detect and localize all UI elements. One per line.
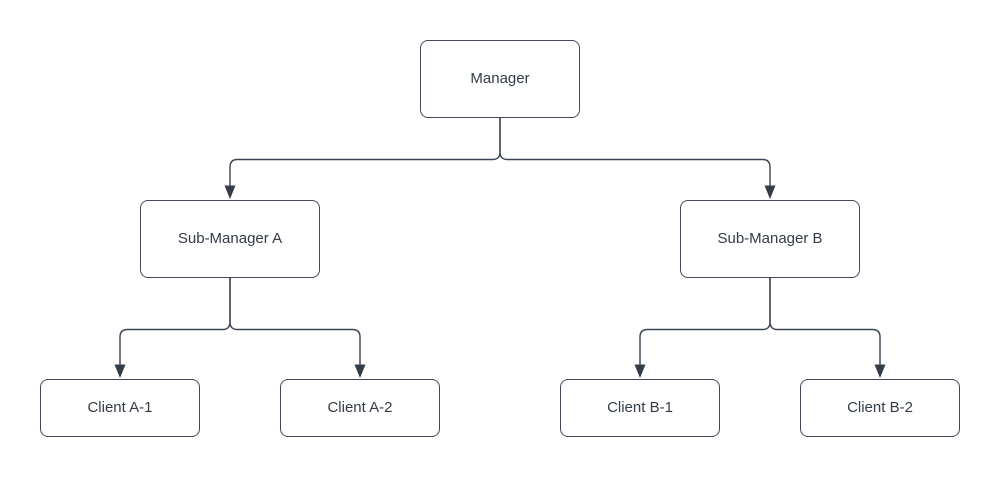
node-sub-manager-b-label: Sub-Manager B: [717, 230, 823, 247]
edge-subA-clientA2: [229, 278, 366, 378]
node-manager[interactable]: Manager: [420, 40, 580, 118]
edge-manager-subB: [499, 118, 776, 199]
edge-subA-clientA1: [114, 278, 231, 378]
arrowhead-down-icon: [634, 364, 646, 378]
node-client-b1-label: Client B-1: [607, 399, 673, 416]
node-sub-manager-a[interactable]: Sub-Manager A: [140, 200, 320, 278]
node-client-b1[interactable]: Client B-1: [560, 379, 720, 437]
arrowhead-down-icon: [354, 364, 366, 378]
node-client-b2[interactable]: Client B-2: [800, 379, 960, 437]
edge-subB-clientB1: [634, 278, 771, 378]
node-client-b2-label: Client B-2: [847, 399, 913, 416]
node-client-a2[interactable]: Client A-2: [280, 379, 440, 437]
node-manager-label: Manager: [470, 70, 530, 87]
arrowhead-down-icon: [114, 364, 126, 378]
node-sub-manager-b[interactable]: Sub-Manager B: [680, 200, 860, 278]
arrowhead-down-icon: [764, 185, 776, 199]
arrowhead-down-icon: [874, 364, 886, 378]
node-sub-manager-a-label: Sub-Manager A: [177, 230, 283, 247]
node-client-a2-label: Client A-2: [327, 399, 393, 416]
edge-subB-clientB2: [769, 278, 886, 378]
arrowhead-down-icon: [224, 185, 236, 199]
node-client-a1-label: Client A-1: [87, 399, 153, 416]
node-client-a1[interactable]: Client A-1: [40, 379, 200, 437]
edge-manager-subA: [224, 118, 501, 199]
